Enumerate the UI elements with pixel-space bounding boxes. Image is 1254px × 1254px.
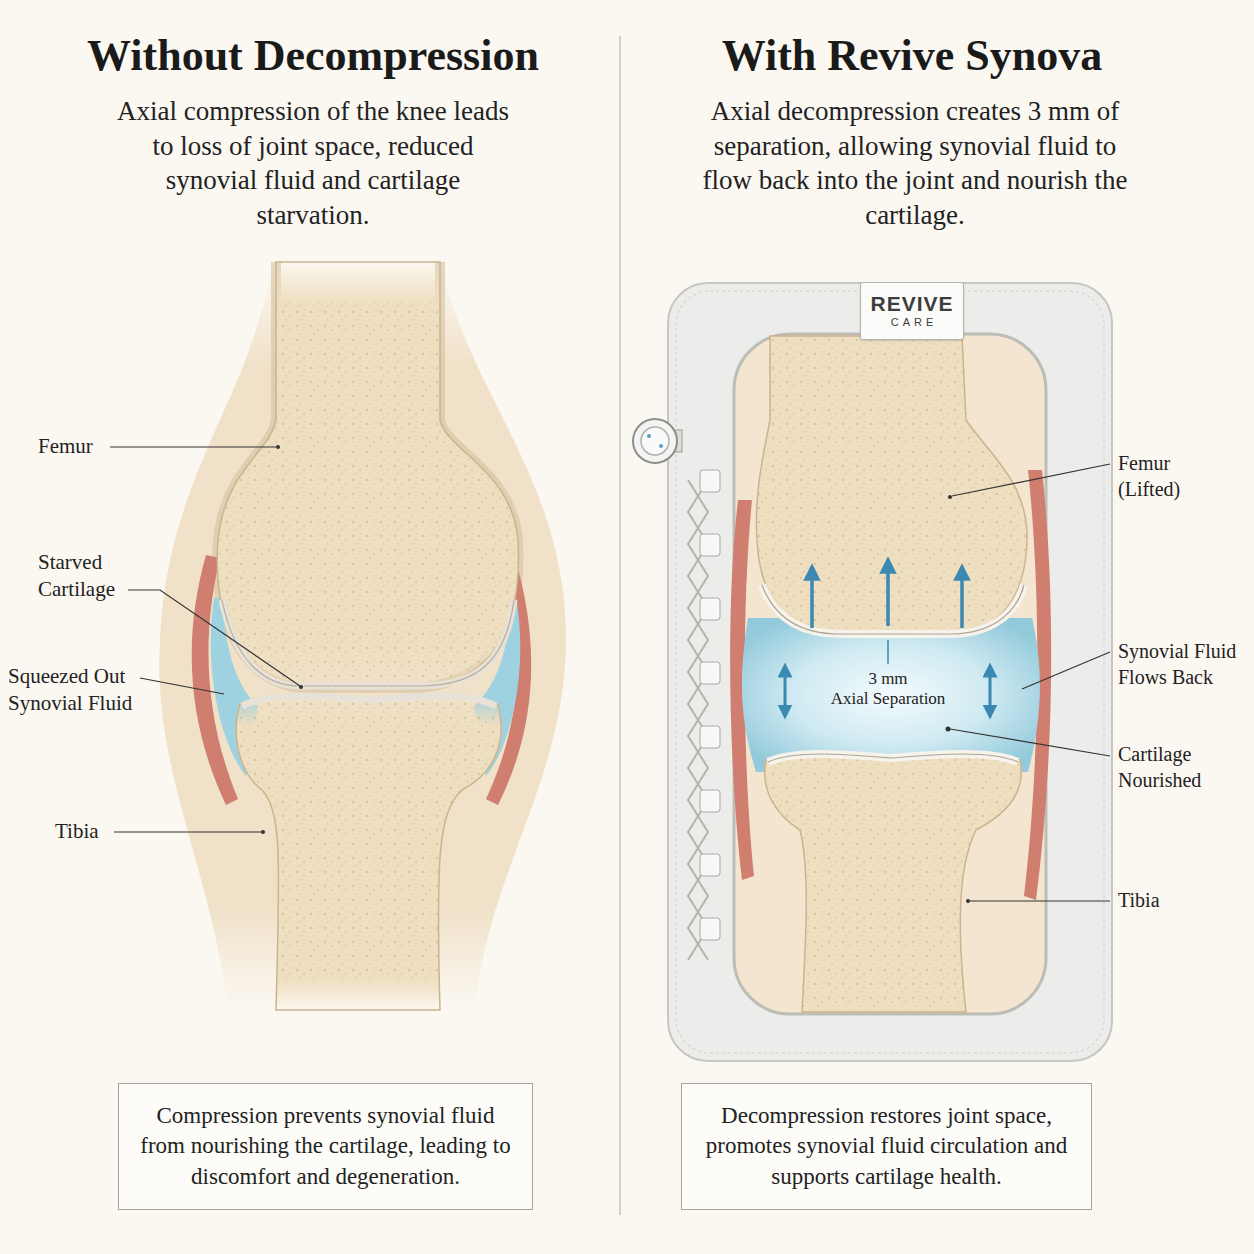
part-label: Femur (38, 433, 118, 460)
cartilage-edge (768, 754, 1018, 762)
cartilage-nourished (768, 754, 1018, 762)
knee-brace (668, 283, 1112, 1061)
brand-subname: CARE (887, 315, 938, 329)
leader-line (114, 831, 262, 832)
lift-arrow (960, 572, 964, 628)
lace-tab (700, 662, 720, 684)
leader-line (952, 464, 1110, 496)
leader-dot (948, 495, 952, 499)
bone-texture (217, 300, 518, 688)
adjustment-dial (633, 419, 677, 463)
brand-tag: REVIVECARE (860, 282, 963, 340)
lift-arrow (886, 565, 890, 626)
leader-dot (276, 445, 280, 449)
lace-tab (700, 470, 720, 492)
adjustment-dial (641, 427, 669, 455)
cartilage-edge (762, 585, 1024, 634)
dimension-label: 3 mm (848, 668, 928, 690)
part-label: Synovial Fluid Flows Back (1118, 638, 1250, 690)
panel-divider (619, 36, 621, 1215)
lace-tab (700, 918, 720, 940)
brace-stitching (676, 291, 1104, 1053)
lace-tab (700, 790, 720, 812)
part-label: Femur (Lifted) (1118, 450, 1222, 502)
bone-texture (236, 694, 501, 980)
part-label: Cartilage Nourished (1118, 741, 1242, 793)
part-label: Tibia (55, 818, 125, 845)
bone-texture (756, 336, 1027, 637)
femur-bone (756, 336, 1027, 637)
dimension-label: Axial Separation (808, 688, 968, 710)
leader-dot (946, 727, 951, 732)
leader-line (140, 678, 224, 694)
leader-line (128, 590, 300, 686)
panel-heading: With Revive Synova (622, 30, 1202, 83)
lace-tab (700, 726, 720, 748)
brand-name: REVIVE (870, 292, 953, 315)
leader-line (950, 729, 1110, 756)
periosteum-shadow (217, 262, 518, 688)
lace-tab (700, 598, 720, 620)
synovial-fluid (742, 618, 1040, 772)
dial-indicator (647, 434, 651, 438)
leader-dot (966, 899, 970, 903)
bone-texture (765, 752, 1022, 1012)
caption-text: Compression prevents synovial fluid from… (133, 1101, 518, 1193)
tibia-bone (236, 694, 501, 1010)
caption-box: Decompression restores joint space, prom… (681, 1083, 1092, 1210)
cartilage-starved (242, 696, 496, 706)
part-label: Squeezed Out Synovial Fluid (8, 663, 148, 718)
leader-line (110, 446, 276, 447)
cartilage-nourished (762, 585, 1024, 634)
part-label: Tibia (1118, 887, 1188, 913)
panel-subtitle: Axial compression of the knee leads to l… (116, 94, 511, 232)
panel-heading: Without Decompression (23, 30, 603, 83)
leader-line (970, 900, 1110, 901)
caption-box: Compression prevents synovial fluid from… (118, 1083, 533, 1210)
cartilage-edge (222, 600, 514, 686)
separation-arrow (784, 670, 787, 712)
panel-subtitle: Axial decompression creates 3 mm of sepa… (690, 94, 1140, 232)
femur-bone (217, 262, 518, 688)
cartilage-starved (222, 600, 514, 686)
knee-soft-tissue (159, 262, 566, 1010)
caption-text: Decompression restores joint space, prom… (696, 1101, 1077, 1193)
leader-line (1022, 652, 1110, 689)
leader-dot (261, 830, 265, 834)
separation-arrow (989, 670, 992, 712)
dimension-line (887, 640, 889, 664)
lace-tab (700, 854, 720, 876)
lace-tab (700, 534, 720, 556)
tibia-bone (765, 752, 1022, 1012)
dial-indicator (659, 444, 663, 448)
part-label: Starved Cartilage (38, 549, 150, 604)
leader-dot (299, 685, 303, 689)
lift-arrow (810, 572, 814, 628)
brace-window (734, 334, 1046, 1014)
